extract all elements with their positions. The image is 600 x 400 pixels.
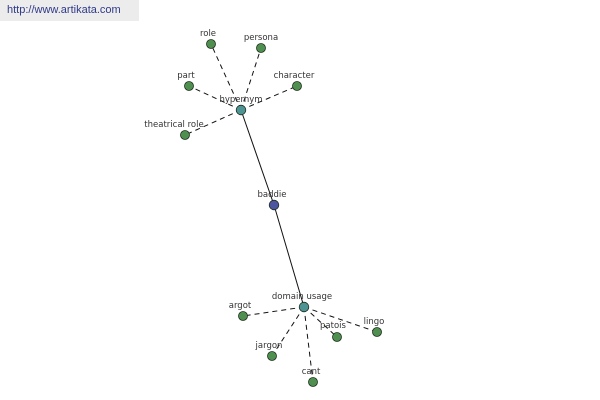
node-cant-label[interactable]: cant	[302, 367, 321, 377]
node-cant[interactable]	[308, 377, 318, 387]
node-character[interactable]	[292, 81, 302, 91]
edge-hypernym-part	[188, 85, 242, 111]
node-baddie-label[interactable]: baddie	[258, 190, 287, 200]
node-jargon[interactable]	[267, 351, 277, 361]
node-lingo-label[interactable]: lingo	[364, 317, 385, 327]
node-part[interactable]	[184, 81, 194, 91]
edge-domain-usage-argot	[242, 306, 305, 317]
edge-hypernym-character	[240, 85, 298, 111]
node-argot[interactable]	[238, 311, 248, 321]
graph-nodes	[180, 39, 382, 387]
node-domain-usage-label[interactable]: domain usage	[272, 292, 332, 302]
node-argot-label[interactable]: argot	[229, 301, 252, 311]
edge-domain-usage-baddie	[273, 204, 305, 308]
node-theatrical-role[interactable]	[180, 130, 190, 140]
node-hypernym-label[interactable]: hypernym	[219, 95, 262, 105]
node-theatrical-role-label[interactable]: theatrical role	[144, 120, 203, 130]
node-part-label[interactable]: part	[177, 71, 195, 81]
node-persona[interactable]	[256, 43, 266, 53]
node-jargon-label[interactable]: jargon	[255, 341, 283, 351]
node-role[interactable]	[206, 39, 216, 49]
edge-hypernym-role	[210, 43, 242, 111]
node-persona-label[interactable]: persona	[244, 33, 278, 43]
edge-domain-usage-jargon	[271, 306, 305, 357]
edge-hypernym-baddie	[240, 109, 275, 206]
edge-domain-usage-lingo	[303, 306, 378, 333]
graph-edges	[184, 43, 378, 383]
node-hypernym[interactable]	[235, 104, 247, 116]
node-role-label[interactable]: role	[200, 29, 216, 39]
node-baddie[interactable]	[268, 199, 280, 211]
edge-domain-usage-patois	[303, 306, 338, 338]
node-lingo[interactable]	[372, 327, 382, 337]
edge-hypernym-theatrical-role	[184, 109, 242, 136]
node-domain-usage[interactable]	[298, 301, 310, 313]
node-character-label[interactable]: character	[274, 71, 315, 81]
node-patois-label[interactable]: patois	[320, 321, 346, 331]
edge-hypernym-persona	[240, 47, 262, 111]
node-patois[interactable]	[332, 332, 342, 342]
edge-domain-usage-cant	[303, 306, 314, 383]
graph-labels: role persona part character theatrical role a…	[144, 29, 384, 377]
site-url-link[interactable]: http://www.artikata.com	[0, 0, 139, 21]
